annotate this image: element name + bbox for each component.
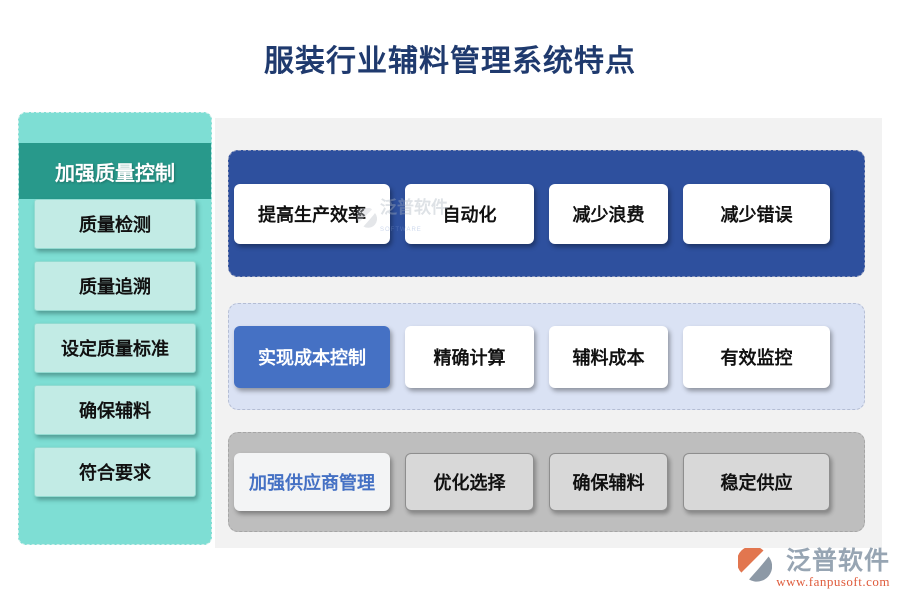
feature-box-cost-control: 实现成本控制 <box>234 325 390 388</box>
feature-box-accessory-cost: 辅料成本 <box>549 325 668 388</box>
feature-box-effective-monitoring: 有效监控 <box>683 325 830 388</box>
quality-panel-header: 加强质量控制 <box>19 143 211 199</box>
row-production-efficiency: 提高生产效率 自动化 减少浪费 减少错误 泛普软件 SOFTWARE <box>228 150 865 277</box>
sidebar-item-ensure-accessories: 确保辅料 <box>34 385 196 435</box>
feature-box-accurate-calculation: 精确计算 <box>405 325 534 388</box>
feature-box-reduce-errors: 减少错误 <box>683 183 830 244</box>
feature-box-supplier-management: 加强供应商管理 <box>234 453 390 511</box>
feature-box-reduce-waste: 减少浪费 <box>549 183 668 244</box>
brand-name: 泛普软件 <box>785 547 890 575</box>
page-title: 服装行业辅料管理系统特点 <box>264 45 636 78</box>
sidebar-item-quality-inspection: 质量检测 <box>34 199 196 249</box>
row-supplier-management: 加强供应商管理 优化选择 确保辅料 稳定供应 <box>228 432 865 532</box>
feature-box-optimize-selection: 优化选择 <box>405 453 534 511</box>
feature-box-automation: 自动化 <box>405 183 534 244</box>
brand-website: www.fanpusoft.com <box>776 574 890 590</box>
quality-control-panel: 加强质量控制 质量检测 质量追溯 设定质量标准 确保辅料 符合要求 <box>18 112 212 545</box>
sidebar-item-meet-requirements: 符合要求 <box>34 447 196 497</box>
brand-footer: 泛普软件 www.fanpusoft.com <box>738 548 890 590</box>
sidebar-item-quality-standard: 设定质量标准 <box>34 323 196 373</box>
features-panel: 提高生产效率 自动化 减少浪费 减少错误 泛普软件 SOFTWARE 实现成本控… <box>215 118 882 548</box>
feature-box-ensure-accessories: 确保辅料 <box>549 453 668 511</box>
fanpu-logo-icon <box>738 548 773 582</box>
feature-box-improve-efficiency: 提高生产效率 <box>234 183 390 244</box>
feature-box-stable-supply: 稳定供应 <box>683 453 830 511</box>
sidebar-item-quality-trace: 质量追溯 <box>34 261 196 311</box>
row-cost-control: 实现成本控制 精确计算 辅料成本 有效监控 <box>228 303 865 410</box>
